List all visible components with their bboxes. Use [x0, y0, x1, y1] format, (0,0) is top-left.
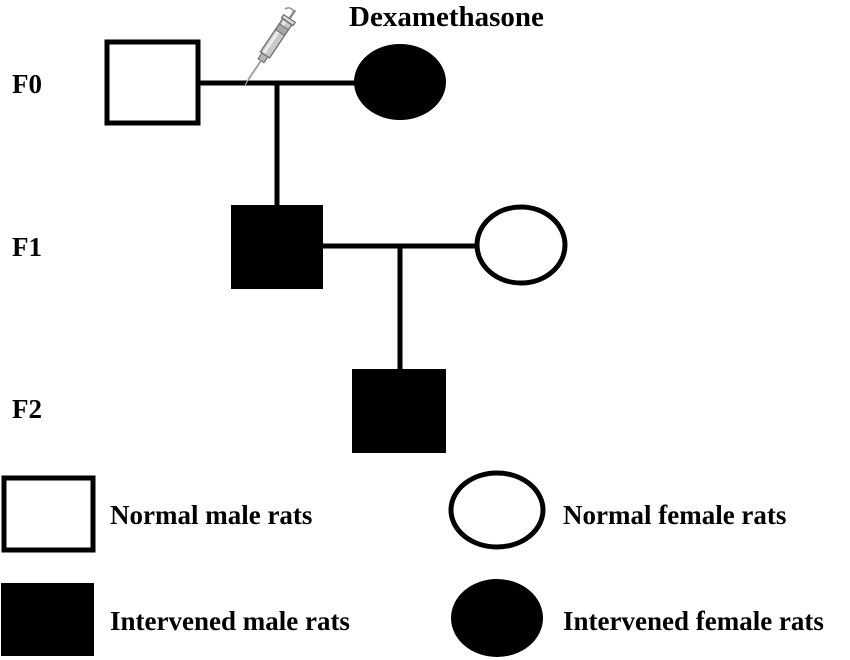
legend-label-normal-male: Normal male rats — [110, 500, 312, 530]
legend-swatch-intervened-female — [451, 579, 543, 657]
individual-f0-male-normal — [104, 39, 201, 126]
legend-swatch-intervened-male — [1, 583, 94, 656]
generation-label-f1: F1 — [12, 232, 42, 262]
legend-swatch-normal-female — [448, 470, 546, 550]
generation-label-f2: F2 — [12, 394, 42, 424]
legend-swatch-normal-male — [1, 475, 96, 553]
legend-label-intervened-female: Intervened female rats — [563, 606, 824, 636]
individual-f2-male-intervened — [352, 369, 446, 453]
legend-label-normal-female: Normal female rats — [563, 500, 786, 530]
individual-f1-female-normal — [474, 204, 568, 286]
individual-f1-male-intervened — [231, 205, 323, 289]
drug-label-dexamethasone: Dexamethasone — [349, 1, 544, 33]
legend-label-intervened-male: Intervened male rats — [110, 606, 350, 636]
individual-f0-female-intervened — [354, 44, 446, 120]
generation-label-f0: F0 — [12, 69, 42, 99]
syringe-icon — [244, 7, 297, 86]
